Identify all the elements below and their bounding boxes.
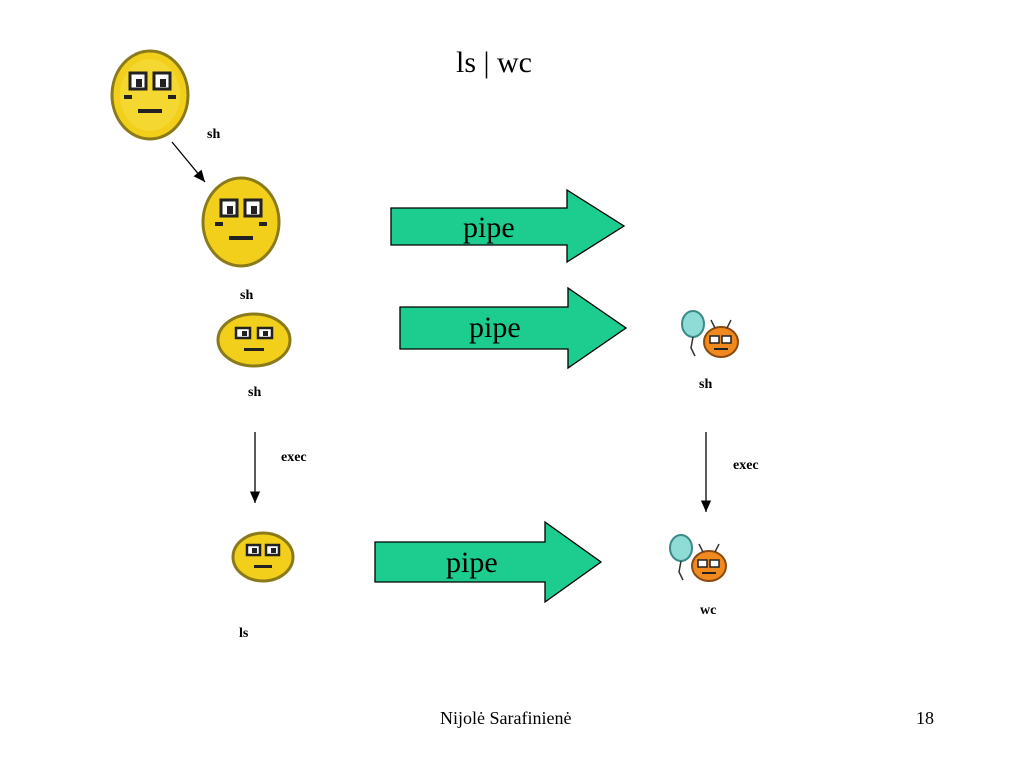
- process-label: sh: [207, 127, 221, 142]
- smiley-face-icon: [201, 176, 281, 268]
- pipe-arrow-2: [399, 286, 628, 370]
- balloon-smiley-icon: [681, 310, 739, 358]
- pipe-label: pipe: [463, 211, 515, 244]
- pipe-arrow-3: [374, 520, 603, 604]
- page-number: 18: [916, 708, 934, 728]
- balloon-smiley-icon: [669, 534, 727, 582]
- process-label: sh: [248, 385, 262, 400]
- smiley-face-icon: [110, 49, 190, 141]
- process-label: sh: [240, 288, 254, 303]
- exec-label: exec: [733, 458, 759, 473]
- pipe-arrow-1: [390, 188, 626, 264]
- smiley-face-icon: [216, 312, 292, 368]
- smiley-face-icon: [231, 531, 295, 583]
- pipe-label: pipe: [469, 311, 521, 344]
- exec-label: exec: [281, 450, 307, 465]
- process-label: sh: [699, 377, 713, 392]
- slide-title: ls | wc: [456, 46, 532, 79]
- pipe-label: pipe: [446, 546, 498, 579]
- process-label: wc: [700, 603, 717, 618]
- footer-author: Nijolė Sarafinienė: [440, 708, 572, 728]
- fork-arrow: [171, 141, 206, 183]
- process-label: ls: [239, 626, 249, 641]
